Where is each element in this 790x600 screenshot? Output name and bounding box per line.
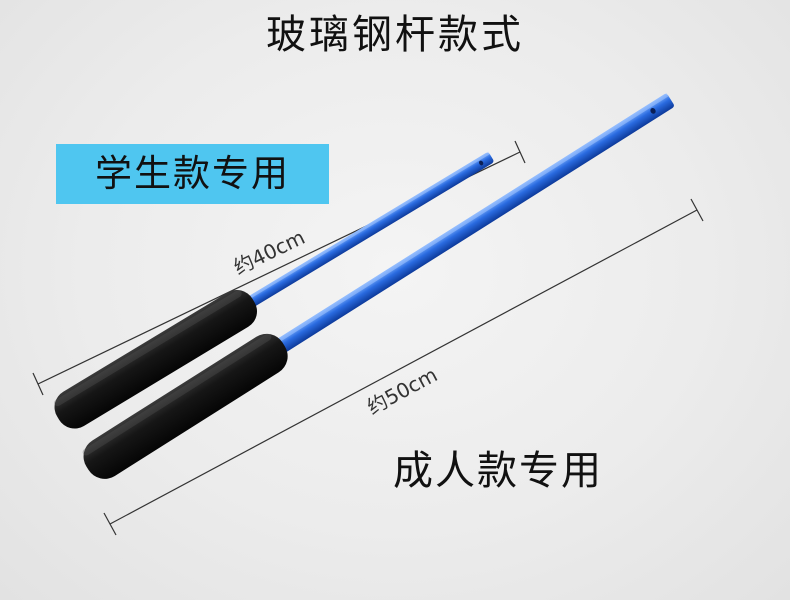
adult-model-label: 成人款专用 — [393, 448, 603, 494]
long-measure-line — [103, 198, 704, 536]
student-rod — [54, 151, 494, 429]
page-title: 玻璃钢杆款式 — [266, 12, 524, 58]
adult-rod — [82, 92, 674, 479]
long-measure-label: 约50cm — [363, 362, 441, 419]
student-model-badge: 学生款专用 — [56, 144, 329, 204]
